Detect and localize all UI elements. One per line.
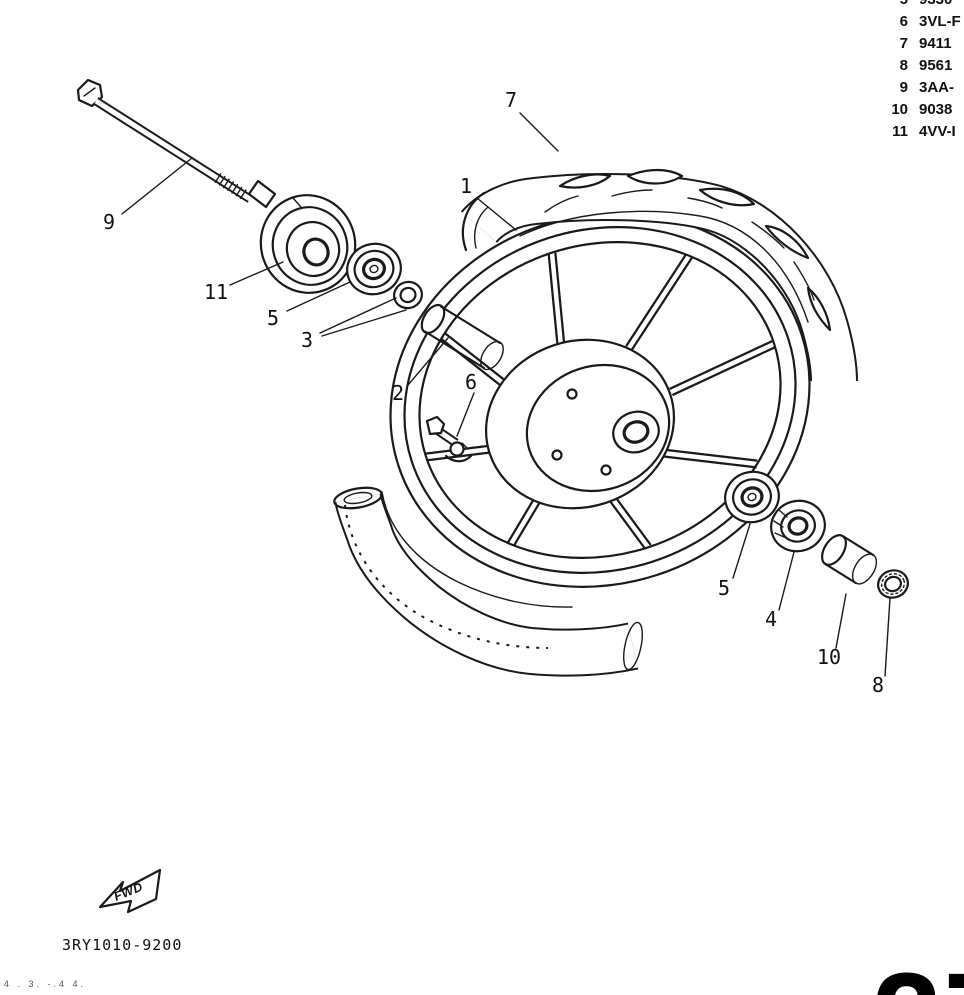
bearing-left: [346, 242, 402, 296]
callout-6: 6: [465, 370, 477, 394]
callout-2: 2: [392, 381, 404, 405]
part-ref-number: 6: [899, 13, 908, 30]
callout-7: 7: [505, 88, 517, 112]
parts-list-row: 5 9330: [884, 0, 961, 11]
collar-right: [821, 534, 878, 585]
part-code: 3VL-F: [919, 13, 961, 30]
parts-list-row: 9 3AA-: [884, 77, 961, 99]
part-code: 9038: [919, 101, 953, 118]
callout-9: 9: [103, 210, 115, 234]
fwd-stamp: FWD: [98, 868, 162, 914]
brake-stay-fitting: [425, 415, 473, 463]
part-code: 9561: [919, 57, 953, 74]
callout-3: 3: [301, 328, 313, 352]
wheel-hub: [484, 338, 676, 510]
callout-leader-lines: [121, 112, 891, 677]
part-code: 3AA-: [919, 79, 955, 96]
page-number: 27: [872, 955, 964, 995]
callout-5-right: 5: [718, 576, 730, 600]
callout-11: 11: [204, 280, 228, 304]
part-ref-number: 7: [899, 35, 908, 52]
fwd-stamp-label: FWD: [112, 880, 145, 904]
callout-1: 1: [460, 174, 472, 198]
parts-list: 5 9330 6 3VL-F 7 9411 8 9561 9 3AA- 10 9…: [884, 0, 961, 143]
part-code: 9411: [919, 35, 952, 52]
part-code: 4VV-I: [919, 123, 956, 140]
tire-top-section: [460, 168, 858, 382]
callout-4: 4: [765, 607, 777, 631]
parts-list-row: 6 3VL-F: [884, 11, 961, 33]
parts-list-row: 8 9561: [884, 55, 961, 77]
axle-nut: [877, 569, 909, 599]
speedometer-drive-unit: [247, 179, 357, 294]
front-axle: [76, 78, 253, 203]
wheel-rim: [389, 212, 811, 588]
spacer-collar: [420, 303, 504, 371]
oil-seal-right: [770, 499, 826, 553]
parts-list-row: 10 9038: [884, 99, 961, 121]
parts-list-row: 11 4VV-I: [884, 121, 961, 143]
part-ref-number: 8: [899, 57, 908, 74]
callout-10: 10: [817, 645, 841, 669]
bearing-right: [724, 470, 780, 524]
parts-list-row: 7 9411: [884, 33, 961, 55]
part-ref-number: 10: [891, 101, 908, 118]
part-ref-number: 5: [884, 0, 908, 11]
callout-5-left: 5: [267, 306, 279, 330]
part-code: 9330: [919, 0, 952, 11]
margin-marks: 4 . 3. -.4 4.: [4, 979, 87, 989]
part-ref-number: 9: [899, 79, 908, 96]
diagram-code: 3RY1010-9200: [62, 936, 183, 954]
callout-labels: 7 1 9 11 5 3 2 6 5 4 10 8: [103, 88, 884, 697]
tire-bottom-section: [333, 486, 643, 677]
callout-8: 8: [872, 673, 884, 697]
part-ref-number: 11: [892, 123, 908, 140]
